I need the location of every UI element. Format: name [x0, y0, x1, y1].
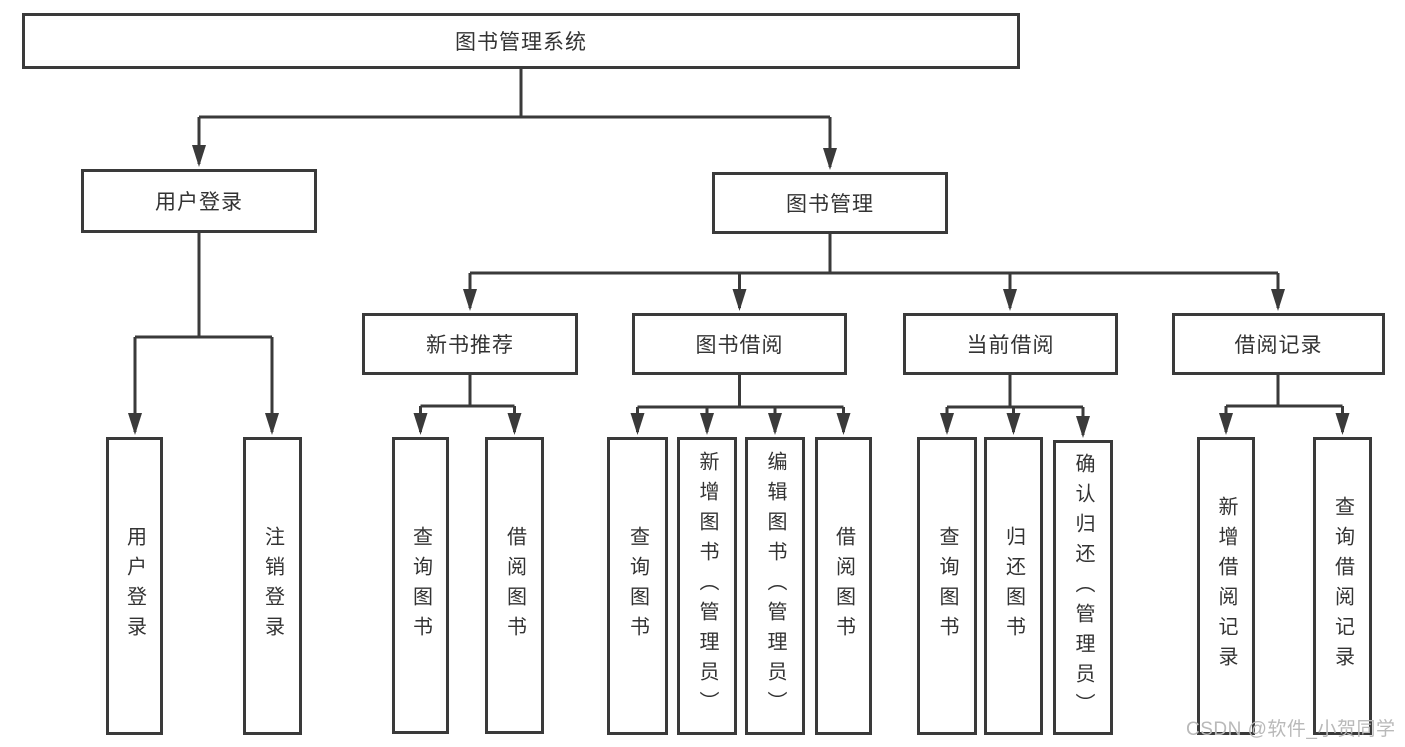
node-borrow-books: 借阅图书 — [815, 437, 872, 735]
node-current-query-books: 查询图书 — [917, 437, 977, 735]
node-new-book-recommend: 新书推荐 — [362, 313, 578, 375]
node-edit-books-admin: 编辑图书（管理员） — [745, 437, 805, 735]
node-logout-action: 注销登录 — [243, 437, 302, 735]
csdn-watermark: CSDN @软件_小贺同学 — [1186, 719, 1396, 740]
node-user-login: 用户登录 — [81, 169, 317, 233]
node-root-system: 图书管理系统 — [22, 13, 1020, 69]
node-return-books: 归还图书 — [984, 437, 1043, 735]
node-recommend-query-books: 查询图书 — [392, 437, 449, 734]
node-borrow-records: 借阅记录 — [1172, 313, 1385, 375]
node-user-login-action: 用户登录 — [106, 437, 163, 735]
node-add-borrow-record: 新增借阅记录 — [1197, 437, 1255, 735]
trunk-lines — [135, 69, 1343, 409]
node-add-books-admin: 新增图书（管理员） — [677, 437, 737, 735]
node-book-borrow: 图书借阅 — [632, 313, 847, 375]
node-current-borrow: 当前借阅 — [903, 313, 1118, 375]
node-confirm-return-admin: 确认归还（管理员） — [1053, 440, 1113, 735]
node-borrow-query-books: 查询图书 — [607, 437, 668, 735]
node-query-borrow-record: 查询借阅记录 — [1313, 437, 1372, 735]
node-book-management: 图书管理 — [712, 172, 948, 234]
node-recommend-borrow-books: 借阅图书 — [485, 437, 544, 734]
